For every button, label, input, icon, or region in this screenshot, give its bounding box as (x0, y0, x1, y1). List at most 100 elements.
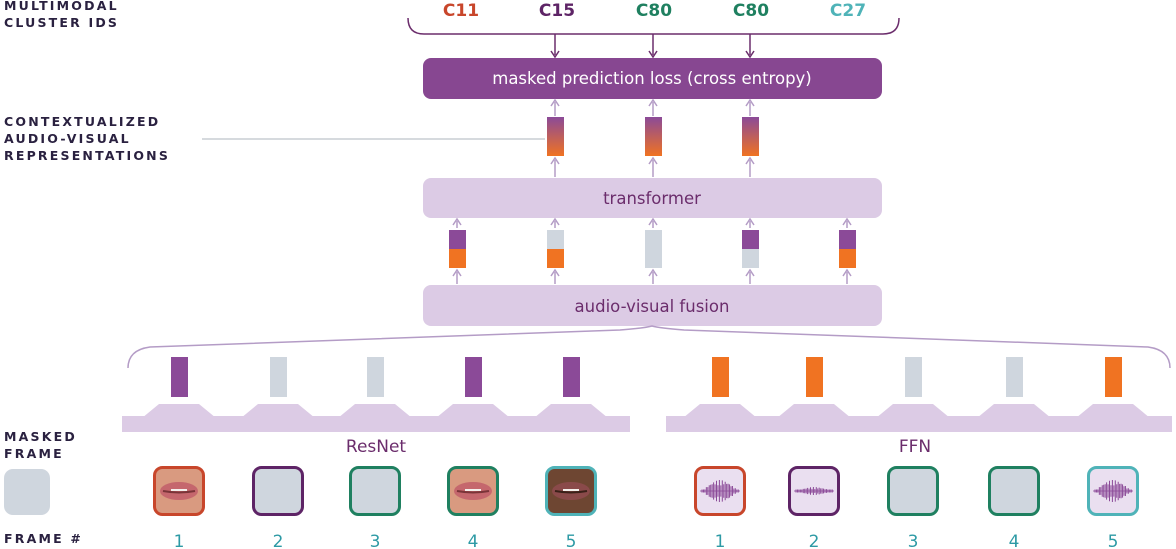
visual-frame-2 (252, 466, 304, 516)
resnet-triangle-5 (517, 404, 625, 432)
label-line: FRAME (4, 446, 64, 461)
context-token-2 (645, 117, 662, 156)
fused-token-top-2 (547, 230, 564, 249)
frame-border (252, 466, 304, 516)
masked-fill (889, 468, 937, 514)
masked-fill (351, 468, 399, 514)
audio-frame-5 (1087, 466, 1139, 516)
audio-feature-3 (905, 357, 922, 397)
visual-frame-4 (447, 466, 499, 516)
cluster-arrows (550, 34, 755, 59)
arrow-head (745, 268, 755, 277)
visual-feature-4 (465, 357, 482, 397)
visual-feature-2 (270, 357, 287, 397)
frame-border (447, 466, 499, 516)
visual-frame-1 (153, 466, 205, 516)
audio-feature-4 (1006, 357, 1023, 397)
frame-border (887, 466, 939, 516)
audio-frame-2 (788, 466, 840, 516)
context-token-1 (547, 117, 564, 156)
ffn-triangle-3 (859, 404, 967, 432)
arrow-head (745, 156, 755, 165)
visual-frame-number-4: 4 (468, 532, 479, 549)
lips-line (162, 490, 196, 494)
ffn-label: FFN (899, 437, 931, 457)
fused-token-bottom-2 (547, 249, 564, 268)
masked-frame-legend-swatch (4, 469, 50, 515)
frame-content (351, 468, 399, 514)
input-frames (153, 466, 1139, 516)
frame-number-label: FRAME # (4, 530, 83, 547)
frame-content (790, 468, 838, 514)
cluster-id-4: C80 (733, 1, 769, 21)
fused-token-bottom-4 (742, 249, 759, 268)
arrow-head (550, 50, 560, 59)
label-line: AUDIO-VISUAL (4, 131, 131, 146)
label-line: MASKED (4, 429, 77, 444)
frame-border (694, 466, 746, 516)
audio-frame-number-3: 3 (908, 532, 919, 549)
encoder-bracket (127, 325, 1171, 369)
cluster-id-3: C80 (636, 1, 672, 21)
frame-content (449, 469, 497, 513)
frame-content (547, 469, 595, 513)
fused-token-top-4 (742, 230, 759, 249)
fused-tokens (449, 217, 856, 284)
fused-token-bottom-3 (645, 249, 662, 268)
fused-token-bottom-1 (449, 249, 466, 268)
lips-line (456, 490, 490, 494)
label-line: CONTEXTUALIZED (4, 114, 161, 129)
contextualized-tokens (547, 98, 759, 177)
arrow-head (550, 217, 560, 226)
masked-prediction-loss-box (423, 58, 882, 99)
ffn-triangle-4 (960, 404, 1068, 432)
audio-feature-5 (1105, 357, 1122, 397)
transformer-label: transformer (603, 189, 701, 208)
arrow-head (648, 50, 658, 59)
frame-content (990, 468, 1038, 514)
fused-token-top-5 (839, 230, 856, 249)
resnet-triangle-4 (419, 404, 527, 432)
audio-frame-number-1: 1 (715, 532, 726, 549)
label-line: CLUSTER IDS (4, 15, 120, 30)
arrow-head (842, 217, 852, 226)
resnet-triangle-1 (125, 404, 233, 432)
ffn-triangle-1 (666, 404, 774, 432)
audio-visual-fusion-label: audio-visual fusion (575, 297, 730, 316)
audio-frame-4 (988, 466, 1040, 516)
masked-prediction-loss-label: masked prediction loss (cross entropy) (492, 69, 812, 88)
arrow-head (550, 98, 560, 107)
masked-frame-label: MASKED FRAME (4, 428, 77, 462)
arrow-head (745, 50, 755, 59)
visual-frame-number-1: 1 (174, 532, 185, 549)
frame-border (153, 466, 205, 516)
frame-border (988, 466, 1040, 516)
visual-feature-3 (367, 357, 384, 397)
fused-token-bottom-5 (839, 249, 856, 268)
frame-border (349, 466, 401, 516)
cluster-id-2: C15 (539, 1, 575, 21)
resnet-label: ResNet (346, 437, 407, 457)
masked-fill (254, 468, 302, 514)
resnet-triangle-3 (321, 404, 429, 432)
frame-content (254, 468, 302, 514)
arrow-head (550, 156, 560, 165)
masked-fill (990, 468, 1038, 514)
ffn-triangle-5 (1059, 404, 1167, 432)
resnet-triangle-2 (224, 404, 332, 432)
visual-frame-number-5: 5 (566, 532, 577, 549)
context-token-3 (742, 117, 759, 156)
label-line: REPRESENTATIONS (4, 148, 171, 163)
audio-feature-1 (712, 357, 729, 397)
visual-frame-number-3: 3 (370, 532, 381, 549)
visual-feature-5 (563, 357, 580, 397)
contextualized-representations-label: CONTEXTUALIZED AUDIO-VISUAL REPRESENTATI… (4, 113, 170, 164)
frame-content (696, 468, 744, 514)
visual-frame-3 (349, 466, 401, 516)
label-line: MULTIMODAL (4, 0, 119, 13)
audio-visual-fusion-box (423, 285, 882, 326)
encoder-features (171, 357, 1122, 397)
arrow-head (745, 98, 755, 107)
